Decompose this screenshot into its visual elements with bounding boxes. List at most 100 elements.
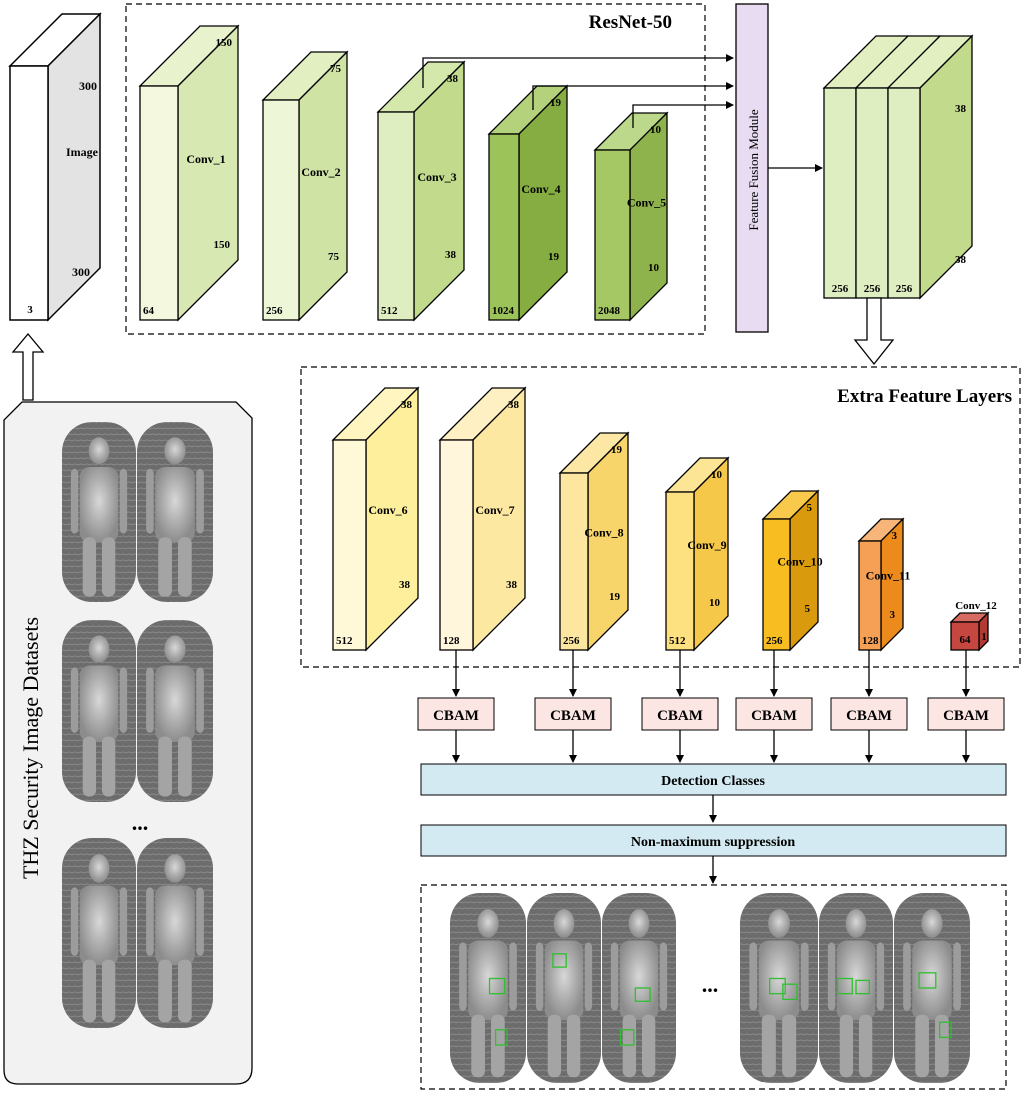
fusion-input-arrows: [422, 54, 734, 128]
layer-width: 10: [648, 262, 660, 274]
resnet-title: ResNet-50: [589, 12, 672, 33]
resnet-layers: Conv_115015064Conv_27575256Conv_33838512…: [138, 24, 669, 322]
layer-height: 10: [711, 469, 723, 481]
layer-channels: 128: [443, 635, 460, 647]
dataset-images: [62, 422, 213, 1028]
fused-height: 38: [955, 103, 967, 115]
cbam-label: CBAM: [657, 708, 703, 724]
layer-name: Conv_2: [301, 165, 340, 179]
layer-width: 38: [506, 579, 518, 591]
layer-channels: 64: [143, 305, 155, 317]
layer-width: 38: [445, 249, 457, 261]
result-images: [450, 893, 970, 1083]
layer-height: 19: [550, 97, 562, 109]
layer-height: 10: [650, 124, 662, 136]
extra-block-conv-9: Conv_9 10 10 512: [664, 456, 730, 652]
layer-width: 19: [548, 251, 560, 263]
hollow-down-arrow: [853, 297, 895, 366]
layer-width: 150: [214, 239, 231, 251]
thz-scan-image: [527, 893, 601, 1083]
thz-scan-image: [602, 893, 676, 1083]
input-width: 300: [72, 265, 90, 279]
layer-channels: 1024: [492, 305, 515, 317]
detection-box: [488, 977, 506, 995]
cbam-module: CBAM: [641, 650, 719, 763]
layer-width: 10: [709, 597, 721, 609]
layer-channels: 256: [766, 635, 783, 647]
cbam-module: CBAM: [830, 650, 908, 763]
input-image-label: Image: [66, 145, 99, 159]
detection-classes-label: Detection Classes: [661, 774, 765, 789]
thz-scan-image: [137, 620, 213, 802]
layer-channels: 512: [381, 305, 398, 317]
cbam-module: CBAM: [417, 650, 495, 763]
resnet-frame: [125, 3, 706, 335]
layer-height: 150: [216, 37, 233, 49]
layer-name: Conv_5: [627, 196, 666, 210]
layer-height: 3: [892, 530, 898, 542]
nms-label: Non-maximum suppression: [631, 835, 795, 850]
layer-name: Conv_8: [584, 526, 623, 540]
layer-width: 75: [328, 251, 340, 263]
results-frame: [420, 884, 1007, 1090]
fused-slab: 256: [886, 34, 974, 300]
input-channels: 3: [27, 304, 33, 316]
input-height: 300: [79, 79, 97, 93]
layer-name: Conv_10: [777, 555, 822, 569]
cbam-label: CBAM: [846, 708, 892, 724]
layer-height: 38: [401, 399, 413, 411]
layer-width: 38: [399, 579, 411, 591]
layer-name: Conv_9: [687, 538, 726, 552]
layer-channels: 256: [266, 305, 283, 317]
cbam-module: CBAM: [735, 650, 813, 763]
fused-slab: 256: [854, 35, 942, 299]
resnet-block-conv-5: Conv_5 10 10 2048: [593, 111, 669, 322]
fused-channel: 256: [864, 283, 881, 295]
resnet-block-conv-1: Conv_1 150 150 64: [138, 24, 240, 322]
extra-layers: Conv_63838512Conv_73838128Conv_81919256C…: [331, 386, 997, 652]
layer-height: 19: [611, 444, 623, 456]
thz-scan-image: [137, 838, 213, 1028]
detection-box: [619, 1029, 635, 1046]
fused-channel: 256: [832, 283, 849, 295]
layer-channels: 512: [669, 635, 686, 647]
layer-name: Conv_3: [417, 170, 456, 184]
hollow-up-arrow: [11, 332, 45, 401]
detection-box: [494, 1029, 508, 1046]
extra-layers-title: Extra Feature Layers: [837, 386, 1012, 407]
layer-name: Conv_7: [475, 503, 514, 517]
layer-name: Conv_1: [186, 152, 225, 166]
layer-width: 3: [890, 609, 896, 621]
dataset-label: THZ Security Image Datasets: [18, 617, 43, 879]
thz-scan-image: [740, 893, 818, 1083]
input-image-block: Image 300 300 3: [8, 12, 102, 322]
detection-box: [918, 972, 937, 989]
layer-name: Conv_12: [955, 600, 997, 612]
fused-width: 38: [955, 254, 967, 266]
detection-box: [782, 983, 798, 1001]
thz-scan-image: [819, 893, 893, 1083]
layer-width: 5: [805, 603, 811, 615]
thz-scan-image: [894, 893, 970, 1083]
layer-name: Conv_11: [866, 569, 911, 583]
feature-fusion-module: [735, 3, 769, 333]
layer-channels: 256: [563, 635, 580, 647]
layer-channels: 64: [960, 634, 972, 646]
resnet-block-conv-4: Conv_4 19 19 1024: [487, 84, 569, 322]
layer-channels: 512: [336, 635, 353, 647]
cbam-label: CBAM: [751, 708, 797, 724]
thz-scan-image: [62, 620, 136, 802]
cbam-label: CBAM: [433, 708, 479, 724]
layer-height: 38: [508, 399, 520, 411]
thz-scan-image: [137, 422, 213, 602]
layer-channels: 2048: [598, 305, 621, 317]
layer-name: Conv_4: [521, 182, 560, 196]
